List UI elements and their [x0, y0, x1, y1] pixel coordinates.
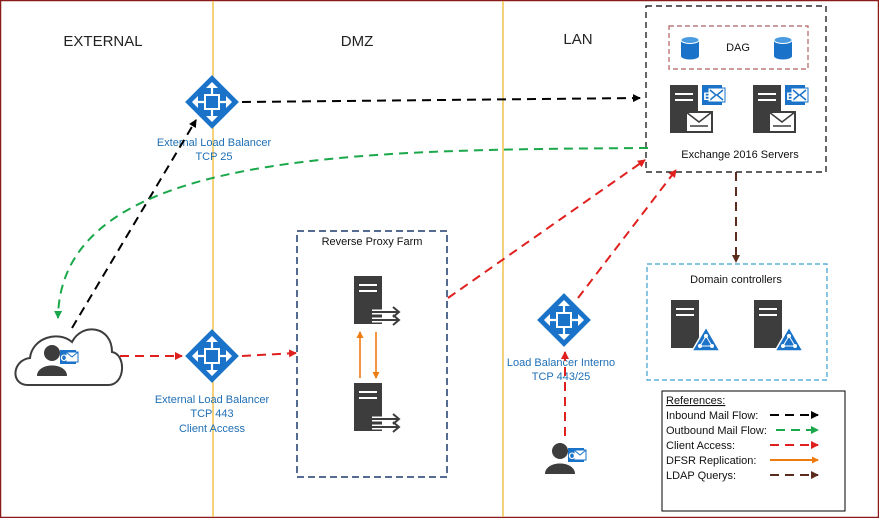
lb-ext-client-line1: External Load Balancer — [155, 394, 270, 406]
zone-label-dmz: DMZ — [341, 33, 374, 50]
lb-ext-smtp-line2: TCP 25 — [195, 151, 232, 163]
inbound-flow-lb-to-exchange — [241, 94, 641, 103]
internal-user-icon — [544, 442, 587, 475]
legend-label-ldap: LDAP Querys: — [666, 470, 736, 482]
proxy-server-icon — [353, 275, 383, 325]
lb-internal-line2: TCP 443/25 — [532, 371, 591, 383]
legend-label-client: Client Access: — [666, 440, 735, 452]
reverse-proxy-farm: Reverse Proxy Farm — [296, 230, 448, 478]
mail-tray-icon — [768, 111, 796, 133]
client-flow-proxy-to-exchange — [447, 159, 646, 299]
client-flow-lb-to-proxy — [241, 349, 297, 358]
lb-ext-smtp-line1: External Load Balancer — [157, 137, 272, 149]
domain-controller-server-icon — [670, 299, 700, 349]
exchange-servers-label: Exchange 2016 Servers — [681, 149, 799, 161]
lb-ext-client-line3: Client Access — [179, 423, 246, 435]
load-balancer-icon — [184, 74, 240, 130]
load-balancer-icon — [536, 292, 592, 348]
legend-label-dfsr: DFSR Replication: — [666, 455, 756, 467]
domain-controllers-group: Domain controllers — [646, 263, 828, 381]
load-balancer-icon — [184, 328, 240, 384]
reverse-proxy-box — [296, 230, 448, 478]
references-legend: References: Inbound Mail Flow: Outbound … — [661, 390, 846, 512]
dag-box — [668, 25, 809, 70]
domain-controllers-title: Domain controllers — [690, 274, 782, 286]
legend-label-inbound: Inbound Mail Flow: — [666, 410, 758, 422]
lb-ext-client-line2: TCP 443 — [190, 408, 233, 420]
legend-label-outbound: Outbound Mail Flow: — [666, 425, 767, 437]
mail-tray-icon — [685, 111, 713, 133]
database-icon — [773, 36, 793, 60]
proxy-server-icon — [353, 382, 383, 432]
dag-label: DAG — [726, 42, 750, 54]
database-icon — [680, 36, 700, 60]
lb-internal-line1: Load Balancer Interno — [507, 357, 615, 369]
exchange-logo-icon — [701, 84, 726, 106]
outbound-flow-exchange-to-cloud — [54, 147, 649, 319]
domain-controllers-box — [646, 263, 828, 381]
zone-label-external: EXTERNAL — [63, 33, 142, 50]
inbound-flow-cloud-to-lb — [71, 119, 197, 329]
references-title: References: — [666, 395, 725, 407]
domain-controller-server-icon — [753, 299, 783, 349]
reverse-proxy-title: Reverse Proxy Farm — [322, 236, 423, 248]
exchange-logo-icon — [784, 84, 809, 106]
zone-label-lan: LAN — [563, 31, 592, 48]
client-flow-internal-lb-to-exchange — [577, 169, 677, 299]
exchange-servers-group: DAG Exchange 2016 Servers — [645, 5, 827, 173]
